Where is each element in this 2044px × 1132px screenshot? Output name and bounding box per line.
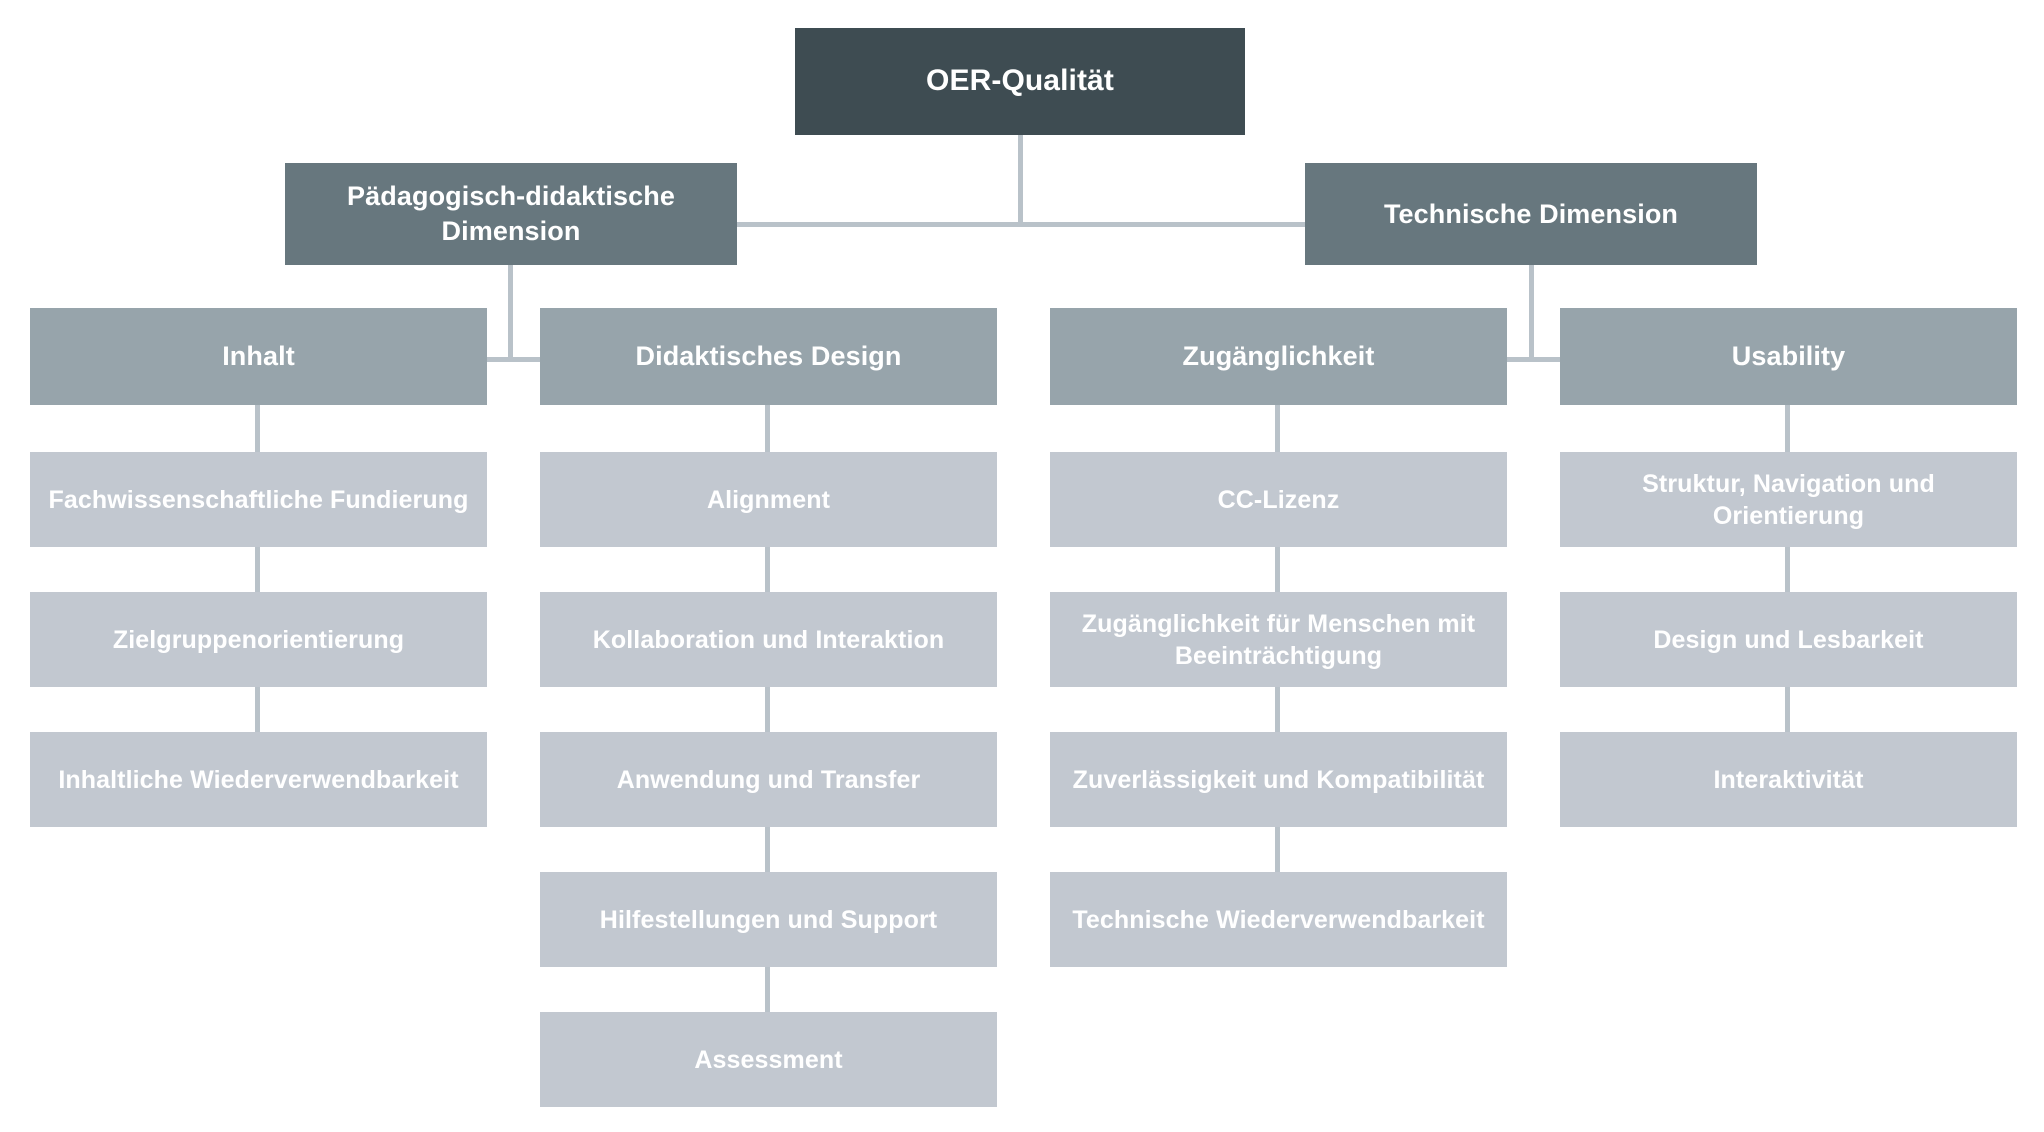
node-criterion-fachwissenschaftliche-fundierung[interactable]: Fachwissenschaftliche Fundierung <box>30 452 487 547</box>
node-label: Assessment <box>694 1045 843 1074</box>
node-criterion-kollaboration-und-interaktion[interactable]: Kollaboration und Interaktion <box>540 592 997 687</box>
node-label: Usability <box>1731 341 1846 372</box>
node-label: Struktur, Navigation und Orientierung <box>1642 469 1935 530</box>
node-label: Inhalt <box>222 341 295 372</box>
connector-left-category-bar <box>258 357 766 362</box>
node-category-inhalt[interactable]: Inhalt <box>30 308 487 405</box>
connector-right-category-bar <box>1277 357 1785 362</box>
node-label: CC-Lizenz <box>1217 485 1340 514</box>
node-criterion-zuverlaessigkeit-und-kompatibilitaet[interactable]: Zuverlässigkeit und Kompatibilität <box>1050 732 1507 827</box>
node-criterion-struktur-navigation-und-orientierung[interactable]: Struktur, Navigation und Orientierung <box>1560 452 2017 547</box>
node-label: Design und Lesbarkeit <box>1653 625 1924 654</box>
node-label: Zielgruppenorientierung <box>112 625 405 654</box>
connector-root-down <box>1018 135 1023 225</box>
node-label: Zugänglichkeit <box>1182 341 1375 372</box>
node-criterion-zielgruppenorientierung[interactable]: Zielgruppenorientierung <box>30 592 487 687</box>
node-label: Technische Dimension <box>1383 198 1679 229</box>
connector-paedagogisch-down <box>508 265 513 362</box>
node-dimension-technisch[interactable]: Technische Dimension <box>1305 163 1757 265</box>
node-criterion-cc-lizenz[interactable]: CC-Lizenz <box>1050 452 1507 547</box>
node-label: Anwendung und Transfer <box>616 765 921 794</box>
connector-technische-down <box>1529 265 1534 362</box>
node-criterion-design-und-lesbarkeit[interactable]: Design und Lesbarkeit <box>1560 592 2017 687</box>
node-label: Interaktivität <box>1713 765 1864 794</box>
node-label: Kollaboration und Interaktion <box>592 625 945 654</box>
node-criterion-technische-wiederverwendbarkeit[interactable]: Technische Wiederverwendbarkeit <box>1050 872 1507 967</box>
node-criterion-zugaenglichkeit-fuer-menschen-mit-beeintraechtigung[interactable]: Zugänglichkeit für Menschen mit Beeinträ… <box>1050 592 1507 687</box>
node-label: Hilfestellungen und Support <box>599 905 938 934</box>
node-criterion-hilfestellungen-und-support[interactable]: Hilfestellungen und Support <box>540 872 997 967</box>
node-label: Zugänglichkeit für Menschen mit Beeinträ… <box>1081 609 1476 670</box>
node-label: Inhaltliche Wiederverwendbarkeit <box>58 765 459 794</box>
node-label: Pädagogisch-didaktische Dimension <box>347 181 675 246</box>
node-category-didaktisches-design[interactable]: Didaktisches Design <box>540 308 997 405</box>
node-label: OER-Qualität <box>926 64 1114 98</box>
node-label: Zuverlässigkeit und Kompatibilität <box>1072 765 1485 794</box>
node-root-oer-qualitaet[interactable]: OER-Qualität <box>795 28 1245 135</box>
node-label: Didaktisches Design <box>635 341 902 372</box>
node-criterion-interaktivitaet[interactable]: Interaktivität <box>1560 732 2017 827</box>
node-category-zugaenglichkeit[interactable]: Zugänglichkeit <box>1050 308 1507 405</box>
node-criterion-anwendung-und-transfer[interactable]: Anwendung und Transfer <box>540 732 997 827</box>
node-criterion-inhaltliche-wiederverwendbarkeit[interactable]: Inhaltliche Wiederverwendbarkeit <box>30 732 487 827</box>
node-criterion-alignment[interactable]: Alignment <box>540 452 997 547</box>
node-dimension-paedagogisch-didaktisch[interactable]: Pädagogisch-didaktische Dimension <box>285 163 737 265</box>
node-label: Alignment <box>706 485 831 514</box>
node-label: Fachwissenschaftliche Fundierung <box>48 485 469 514</box>
node-label: Technische Wiederverwendbarkeit <box>1072 905 1485 934</box>
node-criterion-assessment[interactable]: Assessment <box>540 1012 997 1107</box>
connector-dimension-bar <box>510 222 1590 227</box>
node-category-usability[interactable]: Usability <box>1560 308 2017 405</box>
